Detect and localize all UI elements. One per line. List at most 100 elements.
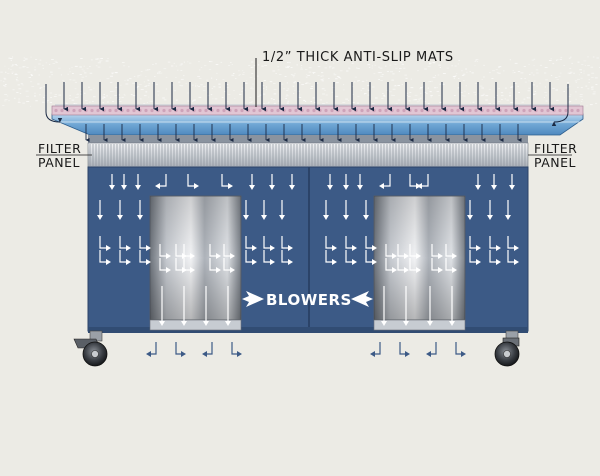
- arrow-bent-icon: [126, 245, 131, 251]
- filter-panel-label-left-line2: PANEL: [38, 155, 81, 170]
- filter-panel-strip: [87, 135, 529, 168]
- arrow-bent-icon: [409, 244, 417, 257]
- arrow-bent-icon: [99, 236, 107, 249]
- arrow-bent-icon: [452, 267, 457, 273]
- arrow-down-icon: [363, 215, 369, 220]
- arrow-bent-icon: [469, 250, 477, 263]
- arrow-bent-icon: [216, 253, 221, 259]
- arrow-bent-icon: [288, 245, 293, 251]
- arrow-bent-icon: [332, 245, 337, 251]
- airflow-inside-cabinet: [97, 174, 519, 326]
- arrow-bent-icon: [209, 244, 217, 257]
- arrow-bent-icon: [223, 244, 231, 257]
- arrow-bent-icon: [507, 236, 515, 249]
- arrow-bent-icon: [397, 244, 405, 257]
- arrow-bent-icon: [397, 258, 405, 271]
- arrow-bent-icon: [237, 351, 242, 357]
- arrow-bent-icon: [270, 245, 275, 251]
- arrow-bent-icon: [409, 174, 417, 187]
- arrow-bent-icon: [416, 267, 421, 273]
- arrow-bent-icon: [385, 258, 393, 271]
- arrow-bent-icon: [409, 258, 417, 271]
- arrow-bent-icon: [496, 259, 501, 265]
- arrow-bent-icon: [288, 259, 293, 265]
- arrow-bent-icon: [417, 183, 422, 189]
- arrow-bent-icon: [438, 253, 443, 259]
- arrow-bent-icon: [252, 259, 257, 265]
- arrow-bent-icon: [181, 351, 186, 357]
- arrow-down-icon: [203, 321, 209, 326]
- arrow-bent-icon: [507, 250, 515, 263]
- arrow-bent-icon: [202, 351, 207, 357]
- arrow-bent-icon: [399, 342, 406, 355]
- arrow-down-icon: [121, 185, 127, 190]
- arrow-bent-icon: [416, 253, 421, 259]
- blower-right: [373, 195, 466, 331]
- arrow-down-icon: [109, 185, 115, 190]
- arrow-bent-icon: [119, 250, 127, 263]
- arrow-down-icon: [491, 185, 497, 190]
- arrow-bent-icon: [166, 267, 171, 273]
- arrow-bent-icon: [190, 253, 195, 259]
- arrow-bent-icon: [426, 351, 431, 357]
- arrow-bent-icon: [45, 84, 63, 123]
- arrow-bent-icon: [489, 250, 497, 263]
- arrow-bent-icon: [445, 244, 453, 257]
- arrow-bent-icon: [146, 351, 151, 357]
- arrow-down-icon: [135, 185, 141, 190]
- arrow-down-icon: [97, 215, 103, 220]
- arrow-bent-icon: [146, 245, 151, 251]
- arrow-bent-icon: [392, 267, 397, 273]
- arrow-bent-icon: [372, 259, 377, 265]
- arrow-bent-icon: [461, 351, 466, 357]
- arrow-down-icon: [357, 185, 363, 190]
- arrow-bent-icon: [325, 250, 333, 263]
- arrow-bent-icon: [438, 267, 443, 273]
- arrow-bent-icon: [245, 236, 253, 249]
- arrow-bent-icon: [216, 267, 221, 273]
- arrow-bent-icon: [345, 236, 353, 249]
- airflow-into-mats: [45, 82, 569, 143]
- arrow-down-icon: [343, 215, 349, 220]
- arrow-bent-icon: [352, 259, 357, 265]
- arrow-bent-icon: [392, 253, 397, 259]
- arrow-bent-icon: [405, 351, 410, 357]
- arrow-bent-icon: [99, 250, 107, 263]
- arrow-down-icon: [327, 185, 333, 190]
- arrow-bent-icon: [106, 245, 111, 251]
- arrow-bent-icon: [370, 351, 375, 357]
- blower-pointers: [242, 291, 373, 307]
- arrow-bent-icon: [231, 342, 238, 355]
- arrow-bent-icon: [228, 183, 233, 189]
- arrow-bent-icon: [404, 253, 409, 259]
- arrow-bent-icon: [421, 174, 429, 187]
- arrow-down-icon: [279, 215, 285, 220]
- arrow-bent-icon: [166, 253, 171, 259]
- arrow-bent-icon: [469, 236, 477, 249]
- arrow-bent-icon: [150, 342, 157, 355]
- arrow-bent-icon: [431, 258, 439, 271]
- arrow-bent-icon: [352, 245, 357, 251]
- caster-right: [494, 330, 520, 367]
- arrow-bent-icon: [332, 259, 337, 265]
- arrow-bent-icon: [245, 250, 253, 263]
- arrow-bent-icon: [263, 250, 271, 263]
- mats-label: 1/2” THICK ANTI-SLIP MATS: [262, 50, 454, 65]
- arrow-bent-icon: [551, 84, 569, 127]
- arrow-bent-icon: [365, 236, 373, 249]
- label-leaders: [36, 58, 572, 156]
- arrow-bent-icon: [206, 342, 213, 355]
- caster-left: [73, 330, 108, 367]
- filter-panel-label-right-line2: PANEL: [534, 155, 577, 170]
- arrow-bent-icon: [455, 342, 462, 355]
- arrow-bent-icon: [374, 342, 381, 355]
- airflow-exhaust: [146, 342, 466, 357]
- arrow-bent-icon: [187, 174, 195, 187]
- blower-left: [149, 195, 242, 331]
- arrow-bent-icon: [496, 245, 501, 251]
- arrow-bent-icon: [385, 244, 393, 257]
- arrow-bent-icon: [263, 236, 271, 249]
- arrow-bent-icon: [365, 250, 373, 263]
- arrow-down-icon: [225, 321, 231, 326]
- arrow-bent-icon: [139, 236, 147, 249]
